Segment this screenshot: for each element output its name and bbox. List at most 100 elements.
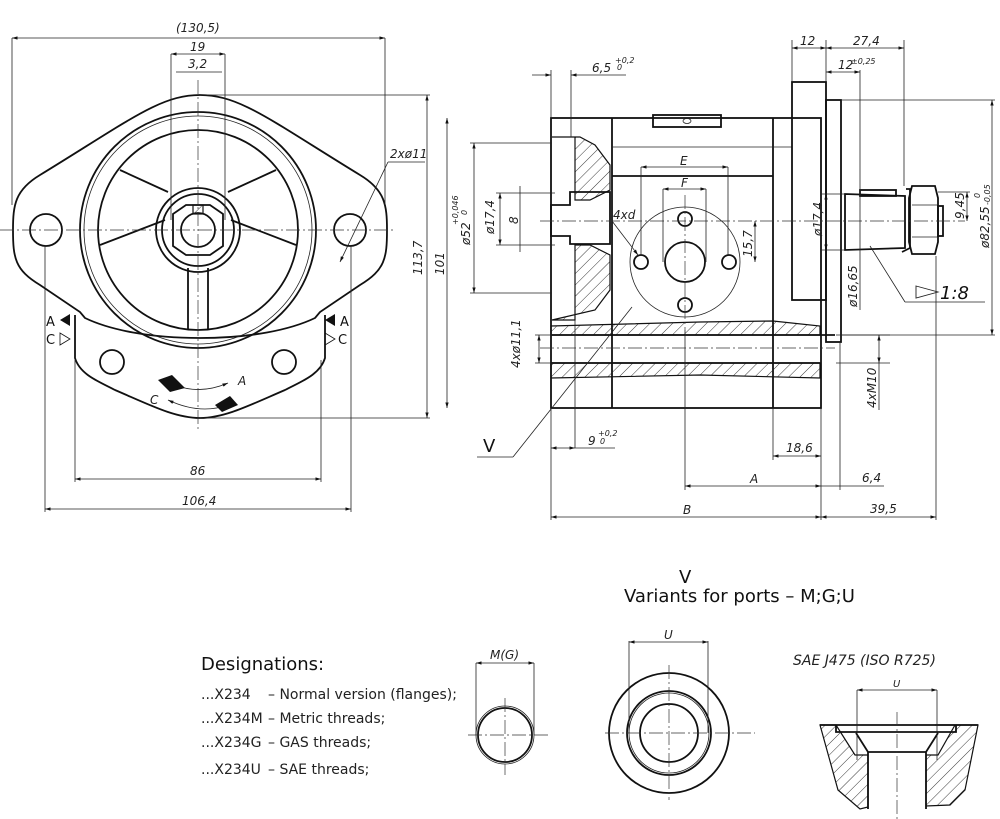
marker-c-right: C — [338, 333, 347, 348]
dim-holes: 2xø11 — [390, 147, 427, 161]
port-variants: V Variants for ports – M;G;U M(G) U SAE … — [468, 567, 979, 819]
variants-view-letter: V — [679, 567, 692, 588]
spoke-right — [227, 169, 297, 246]
designation-code: ...X234 — [201, 687, 251, 703]
taper-symbol-icon — [915, 285, 940, 299]
label-sae-u: U — [893, 679, 901, 690]
designation-desc: – SAE threads; — [268, 762, 369, 778]
variants-title: Variants for ports – M;G;U — [624, 586, 855, 607]
label-u: U — [664, 628, 673, 642]
dim-rear-offset-tol-low: 0 — [600, 437, 605, 446]
dim-port-f: F — [681, 176, 689, 190]
dim-through-holes: 4xø11,1 — [509, 319, 523, 368]
designation-item: ...X234G – GAS threads; — [201, 735, 371, 751]
dim-threads: 4xM10 — [865, 367, 879, 408]
designation-code: ...X234M — [201, 711, 263, 727]
designation-code: ...X234U — [201, 762, 261, 778]
dim-taper-start: 12 — [838, 58, 853, 72]
designation-item: ...X234M – Metric threads; — [201, 711, 385, 727]
spoke-bottom — [187, 268, 209, 330]
marker-c-left: C — [46, 333, 55, 348]
rear-hole-right — [271, 349, 297, 375]
dim-pilot-dia: ø52 — [459, 222, 473, 246]
dim-flange-recess-tol: +0,2 — [615, 56, 634, 65]
rotation-label-a: A — [237, 374, 246, 388]
dim-flange-recess-tol-low: 0 — [617, 63, 622, 72]
dim-flange-pilot: ø82,55 — [978, 206, 992, 249]
designation-desc: – Metric threads; — [268, 711, 385, 727]
rotation-label-c: C — [150, 393, 159, 407]
shaft-key-side — [859, 189, 897, 197]
lock-washer — [901, 188, 911, 253]
leader-port-holes — [611, 220, 639, 256]
dim-rear-offset: 9 — [588, 434, 596, 448]
name-plate — [652, 114, 722, 128]
designation-item: ...X234 – Normal version (flanges); — [201, 687, 457, 703]
dim-taper-tol: ±0,25 — [851, 57, 876, 66]
designation-code: ...X234G — [201, 735, 262, 751]
label-m-g: M(G) — [490, 648, 519, 662]
plate-rivet — [682, 118, 692, 124]
flange-outline — [12, 94, 388, 339]
front-view: A C A C A C (130,5) 19 3,2 2xø11 113,7 1… — [0, 21, 449, 512]
dim-key-dia-rear: ø17,4 — [483, 200, 497, 235]
view-label-v: V — [483, 436, 496, 457]
rotation-marker-2 — [215, 396, 238, 412]
triangle-a-right-icon — [325, 314, 335, 326]
marker-a-right: A — [340, 315, 349, 330]
dim-395: 39,5 — [870, 502, 897, 516]
sae-hatch-right — [925, 724, 979, 807]
tapered-shaft — [844, 193, 906, 251]
dim-shaft-dia: ø17,4 — [811, 202, 825, 237]
rotation-marker-1 — [158, 375, 185, 392]
through-bolt-hatch-bottom — [550, 362, 821, 379]
designation-item: ...X234U – SAE threads; — [201, 762, 369, 778]
dim-pilot-tol-low: 0 — [460, 210, 469, 215]
triangle-c-right-icon — [324, 332, 336, 346]
leader-v — [512, 306, 633, 458]
through-bolt-hatch-top — [550, 320, 821, 336]
sae-title: SAE J475 (ISO R725) — [793, 653, 936, 669]
pump-body — [550, 117, 822, 409]
port-bolt-right — [721, 254, 737, 270]
triangle-c-left-icon — [59, 332, 71, 346]
shaft-nut — [908, 185, 939, 255]
dim-rear-width: 106,4 — [182, 494, 216, 508]
triangle-a-left-icon — [60, 314, 70, 326]
marker-a-left: A — [46, 315, 55, 330]
designation-desc: – Normal version (flanges); — [268, 687, 457, 703]
dim-shaft-width: 19 — [190, 40, 205, 54]
dim-nut-h: 9,45 — [953, 192, 967, 219]
dim-flange-recess: 6,5 — [592, 61, 611, 75]
dim-height-body: 101 — [433, 252, 447, 275]
rear-shaft-stub — [550, 191, 611, 245]
dim-rear-bolt-span: 86 — [190, 464, 206, 478]
port-bolt-left — [633, 254, 649, 270]
dim-flange-pilot-tol-low: -0,05 — [983, 184, 992, 205]
dim-taper: 1:8 — [940, 283, 969, 304]
dim-taper-dia: ø16,65 — [846, 265, 860, 308]
designations-heading: Designations: — [201, 654, 324, 675]
dim-port-e: E — [680, 154, 688, 168]
dim-flange-thick: 12 — [800, 34, 815, 48]
rear-cap-hatch-top — [552, 136, 611, 201]
dim-shaft-len: 27,4 — [853, 34, 880, 48]
dim-pilot-tol-up: +0,046 — [451, 195, 460, 225]
designation-desc: – GAS threads; — [268, 735, 371, 751]
dim-port-holes: 4xd — [613, 208, 636, 222]
dim-a: A — [749, 472, 758, 486]
dim-rear-key: 8 — [507, 216, 521, 224]
sae-hatch-left — [819, 724, 869, 810]
dim-b: B — [683, 503, 691, 517]
leader-taper — [869, 245, 906, 303]
designations: Designations: ...X234 – Normal version (… — [201, 654, 457, 778]
dim-rear-offset-tol: +0,2 — [598, 429, 617, 438]
spoke-left — [99, 169, 169, 246]
side-view: 6,5 +0,2 0 ø52 +0,046 0 ø17,4 8 4xd E F … — [451, 34, 995, 520]
leader-holes — [339, 161, 389, 263]
rear-cap-hatch-bottom — [551, 244, 611, 321]
dim-height-total: 113,7 — [411, 240, 425, 275]
dim-64: 6,4 — [862, 471, 881, 485]
dim-key-width: 3,2 — [188, 57, 207, 71]
